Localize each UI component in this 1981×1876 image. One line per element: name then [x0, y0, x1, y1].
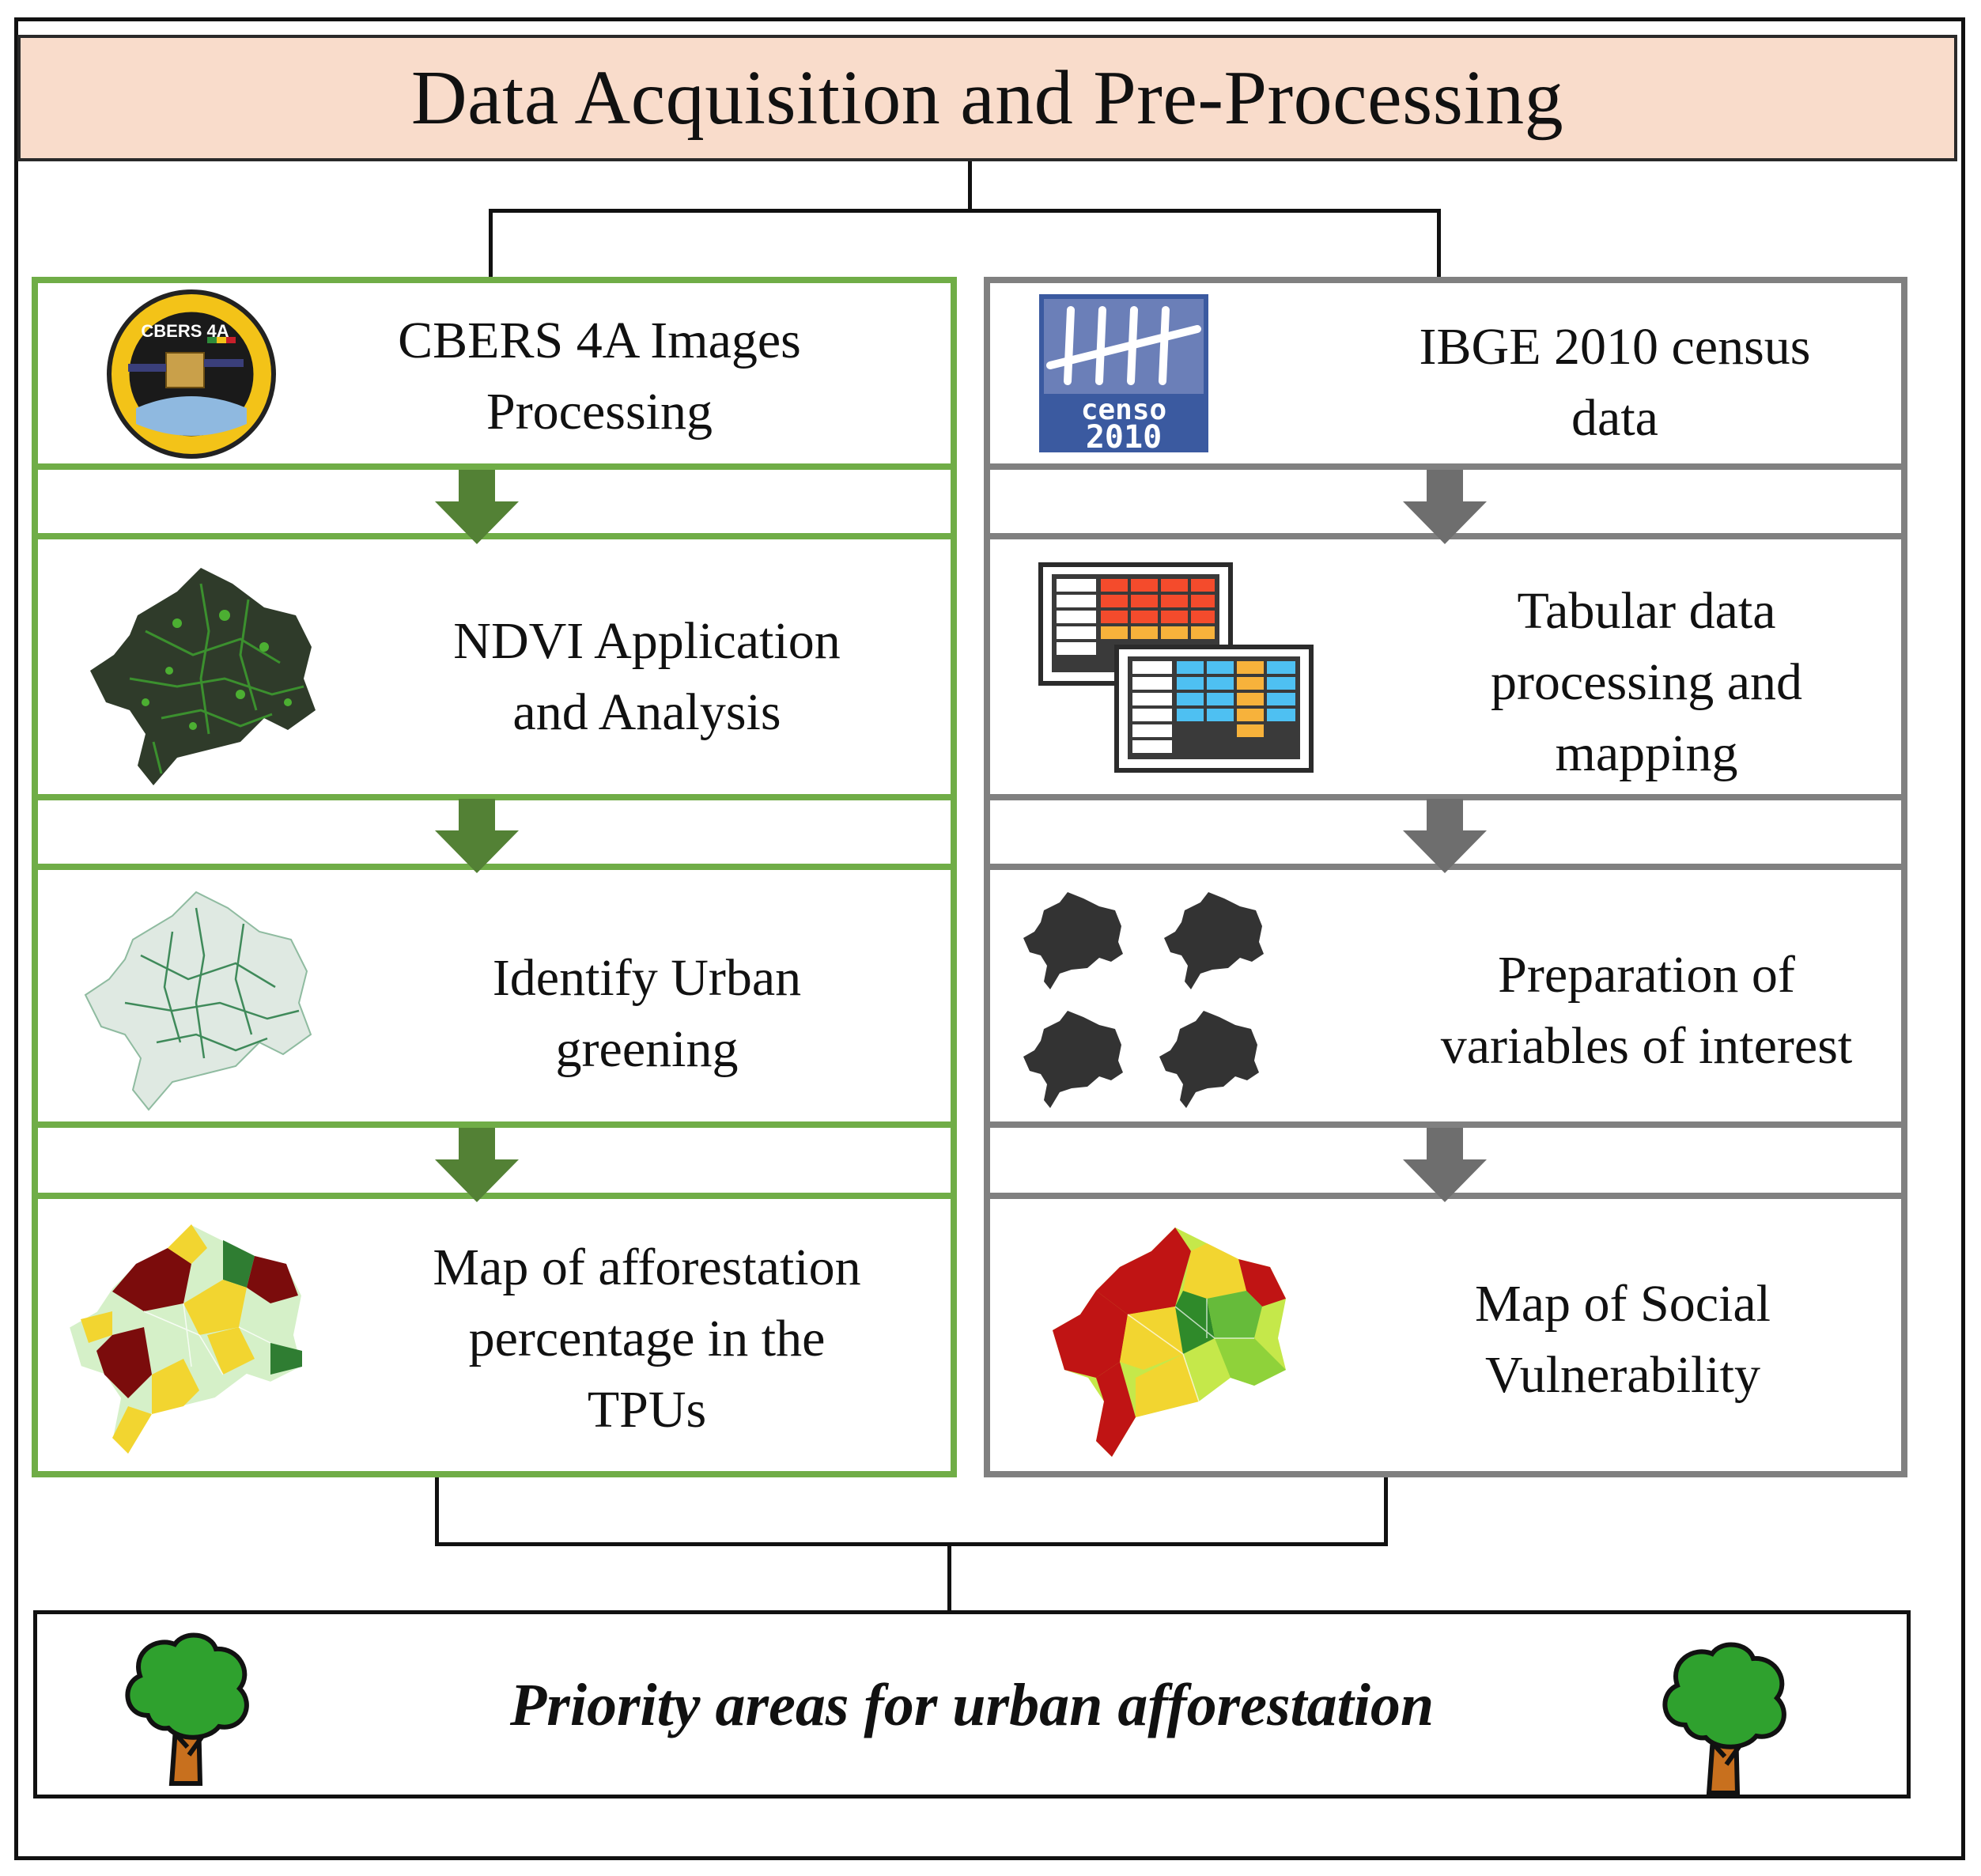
- right-step-4-line1: Map of Social: [1475, 1275, 1771, 1333]
- left-step-1-text: CBERS 4A Images Processing: [299, 305, 900, 448]
- result-text: Priority areas for urban afforestation: [509, 1672, 1435, 1738]
- left-step-4-line1: Map of afforestation: [433, 1239, 861, 1296]
- left-separator-2a: [38, 794, 951, 800]
- connector-top-left-drop: [489, 209, 493, 280]
- left-separator-1b: [38, 533, 951, 539]
- left-step-4-line3: TPUs: [587, 1381, 707, 1439]
- censo-logo-icon: censo 2010: [1039, 294, 1208, 452]
- left-separator-3a: [38, 1121, 951, 1128]
- header-title: Data Acquisition and Pre-Processing: [410, 55, 1564, 141]
- right-step-4-text: Map of Social Vulnerability: [1362, 1269, 1884, 1411]
- left-step-2-line2: and Analysis: [512, 683, 781, 741]
- left-step-4-text: Map of afforestation percentage in the T…: [370, 1232, 924, 1446]
- right-step-1-line1: IBGE 2010 census: [1419, 318, 1811, 376]
- ndvi-map-icon: [82, 560, 319, 789]
- variable-maps-icon: [1020, 891, 1289, 1120]
- censo-logo-top-text: censo: [1081, 394, 1166, 426]
- connector-top-horizontal: [489, 209, 1441, 213]
- cbers-logo-text: CBERS 4A: [141, 321, 229, 341]
- connector-bottom-right-rise: [1384, 1477, 1388, 1544]
- left-step-1-line1: CBERS 4A Images: [398, 312, 801, 369]
- left-step-3-text: Identify Urban greening: [370, 943, 924, 1085]
- left-step-2-line1: NDVI Application: [453, 612, 841, 670]
- right-separator-2a: [990, 794, 1901, 800]
- tree-icon-left: [116, 1628, 259, 1787]
- left-arrow-3-icon: [433, 1128, 520, 1204]
- right-arrow-3-icon: [1401, 1128, 1488, 1204]
- right-step-1-text: IBGE 2010 census data: [1330, 312, 1900, 454]
- header-box: Data Acquisition and Pre-Processing: [17, 35, 1957, 161]
- right-step-1-line2: data: [1571, 389, 1658, 447]
- spreadsheet-icon: [1038, 562, 1314, 775]
- connector-top-right-drop: [1437, 209, 1441, 280]
- right-step-3-line1: Preparation of: [1498, 946, 1795, 1004]
- right-step-2-line2: processing and: [1490, 653, 1803, 711]
- left-step-2-text: NDVI Application and Analysis: [370, 606, 924, 748]
- right-arrow-1-icon: [1401, 470, 1488, 546]
- connector-bottom-left-rise: [435, 1477, 439, 1544]
- left-separator-3b: [38, 1193, 951, 1199]
- left-separator-1a: [38, 463, 951, 470]
- right-column: censo 2010 IBGE 2010 census data: [984, 277, 1907, 1477]
- right-separator-1a: [990, 463, 1901, 470]
- right-step-2-line1: Tabular data: [1517, 582, 1776, 640]
- left-step-4-line2: percentage in the: [468, 1310, 826, 1367]
- right-step-4-line2: Vulnerability: [1485, 1346, 1760, 1404]
- left-step-3-line1: Identify Urban: [492, 949, 802, 1007]
- right-arrow-2-icon: [1401, 799, 1488, 875]
- left-step-1-line2: Processing: [486, 383, 713, 441]
- connector-bottom-vertical: [947, 1542, 951, 1612]
- urban-greening-map-icon: [78, 884, 315, 1114]
- afforestation-map-icon: [65, 1216, 310, 1462]
- left-separator-2b: [38, 864, 951, 870]
- right-step-3-line2: variables of interest: [1440, 1017, 1853, 1075]
- connector-bottom-horizontal: [435, 1542, 1388, 1546]
- tree-icon-right: [1654, 1638, 1796, 1796]
- right-step-3-text: Preparation of variables of interest: [1386, 940, 1907, 1082]
- left-arrow-1-icon: [433, 470, 520, 546]
- connector-top-vertical: [968, 161, 972, 210]
- left-column: CBERS 4A CBERS 4A Images Processing: [32, 277, 957, 1477]
- vulnerability-map-icon: [1049, 1220, 1294, 1465]
- right-separator-3a: [990, 1121, 1901, 1128]
- cbers-logo-icon: CBERS 4A: [104, 289, 278, 460]
- censo-logo-year-text: 2010: [1086, 419, 1162, 452]
- right-step-2-line3: mapping: [1555, 724, 1738, 782]
- left-step-3-line2: greening: [555, 1020, 739, 1078]
- result-box: Priority areas for urban afforestation: [33, 1610, 1911, 1798]
- right-step-2-text: Tabular data processing and mapping: [1386, 576, 1907, 789]
- left-arrow-2-icon: [433, 799, 520, 875]
- outer-frame: [14, 17, 1965, 1860]
